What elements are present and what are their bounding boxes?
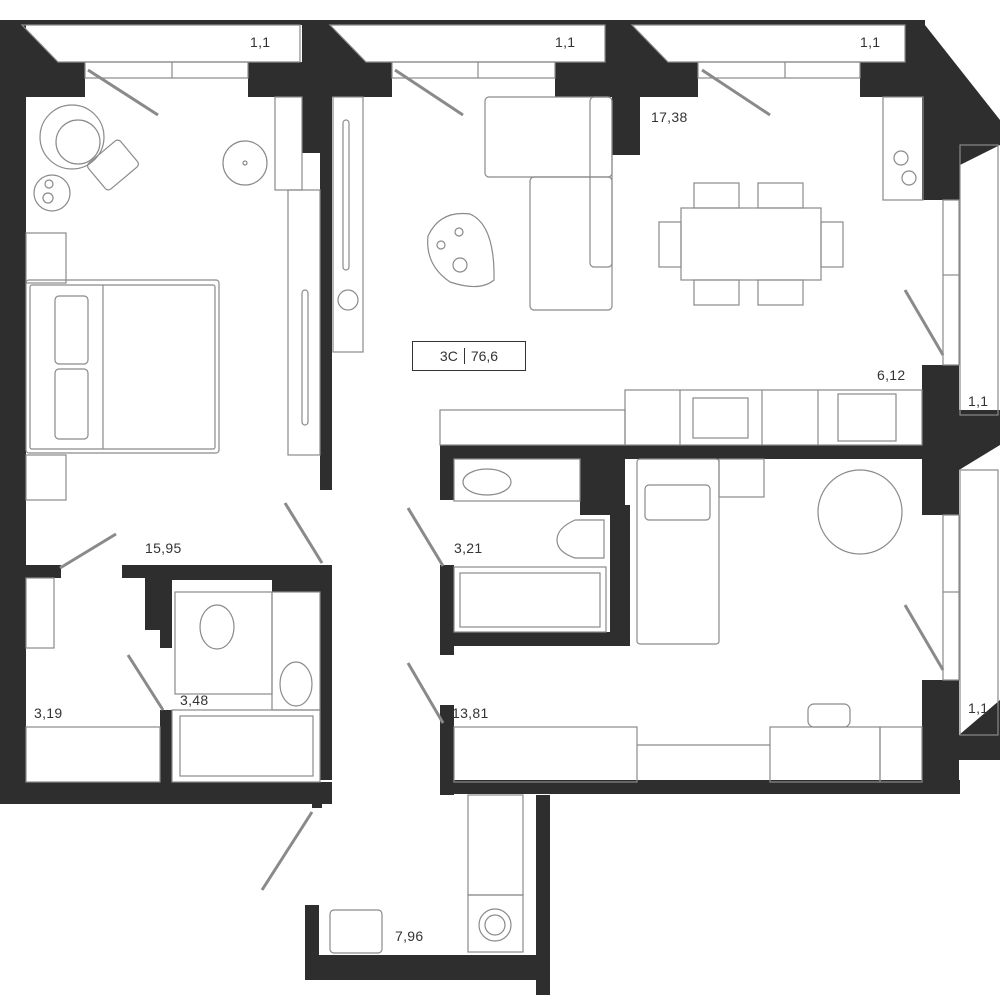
fixtures	[20, 24, 999, 954]
badge-divider	[463, 348, 465, 364]
balcony-area-label: 1,1	[968, 393, 989, 409]
room-area-kitchen: 6,12	[877, 367, 906, 383]
apartment-type: 3С	[439, 348, 458, 364]
room-area-bathroom-left: 3,48	[180, 692, 209, 708]
room-area-hallway: 7,96	[395, 928, 424, 944]
balcony-area-label: 1,1	[250, 34, 271, 50]
room-area-living-room: 17,38	[651, 109, 688, 125]
room-area-bathroom-center: 3,21	[454, 540, 483, 556]
room-area-kids-room: 13,81	[452, 705, 489, 721]
room-area-bedroom: 15,95	[145, 540, 182, 556]
room-area-wardrobe: 3,19	[34, 705, 63, 721]
apartment-total-area: 76,6	[470, 348, 499, 364]
balcony-area-label: 1,1	[555, 34, 576, 50]
walls	[0, 20, 1000, 995]
apartment-type-badge: 3С 76,6	[412, 341, 526, 371]
balcony-area-label: 1,1	[860, 34, 881, 50]
balcony-area-label: 1,1	[968, 700, 989, 716]
